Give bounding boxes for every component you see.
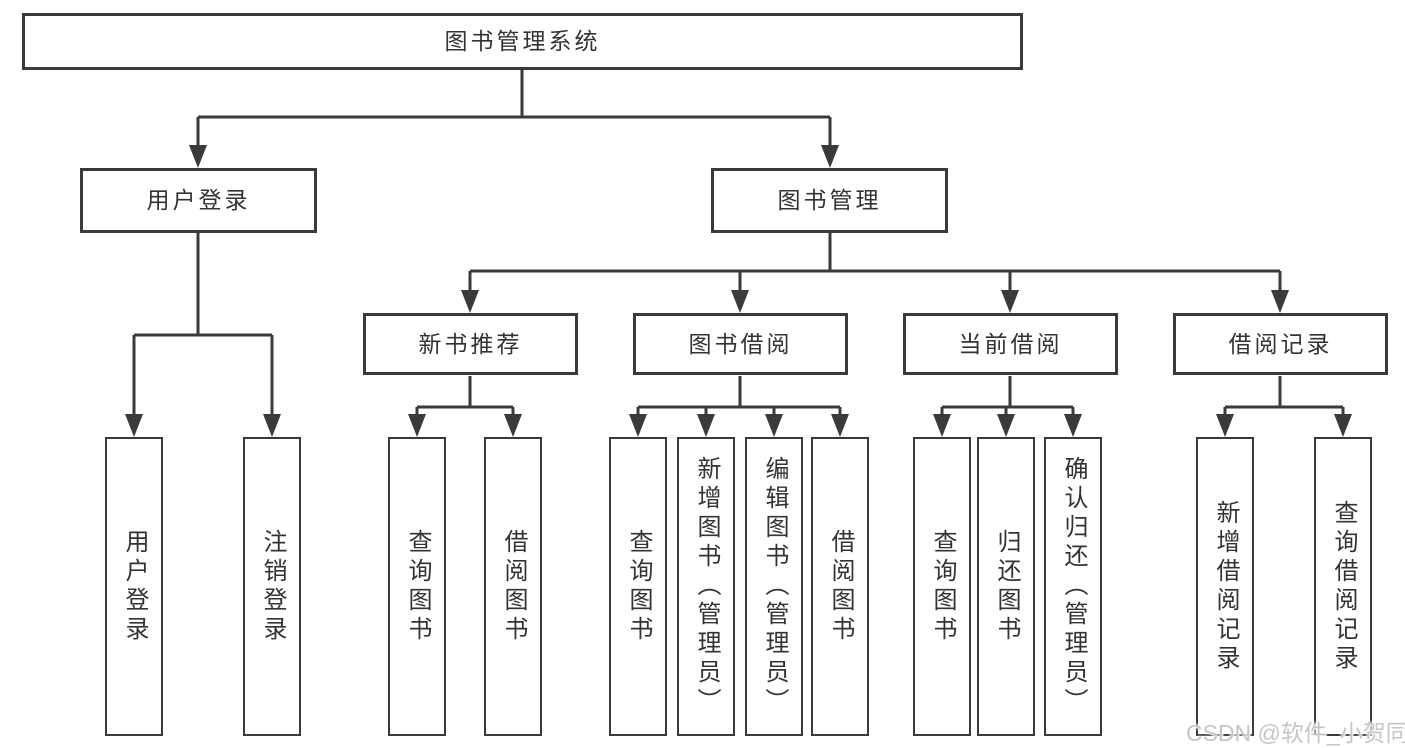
node-current-borrow-label: 当前借阅 <box>958 330 1063 357</box>
leaf-borrow-query-books-label: 查询图书 <box>625 528 652 645</box>
leaf-newbooks-query-books: 查询图书 <box>388 437 446 736</box>
leaf-edit-books-admin-label: 编辑图书（管理员） <box>761 456 788 717</box>
node-new-book-recommend: 新书推荐 <box>363 313 578 375</box>
leaf-borrow-books: 借阅图书 <box>811 437 869 736</box>
leaf-query-borrow-record: 查询借阅记录 <box>1314 437 1372 736</box>
leaf-logout-label: 注销登录 <box>259 528 286 645</box>
node-borrow-records-label: 借阅记录 <box>1228 330 1333 357</box>
connector-root-to-level2 <box>189 70 839 168</box>
leaf-user-login: 用户登录 <box>105 437 163 736</box>
leaf-confirm-return-admin: 确认归还（管理员） <box>1044 437 1102 736</box>
connector-current-borrow-to-leaves <box>933 376 1082 437</box>
connector-new-books-to-leaves <box>408 376 522 437</box>
csdn-watermark: CSDN @软件_小贺同学 <box>1186 720 1405 746</box>
leaf-add-borrow-record-label: 新增借阅记录 <box>1212 499 1239 674</box>
leaf-borrow-books-label: 借阅图书 <box>827 528 854 645</box>
node-book-borrow: 图书借阅 <box>633 313 848 375</box>
leaf-logout: 注销登录 <box>243 437 301 736</box>
node-root-label: 图书管理系统 <box>444 28 601 54</box>
connector-user-login-to-leaves <box>125 233 281 437</box>
leaf-add-books-admin-label: 新增图书（管理员） <box>693 456 720 717</box>
leaf-newbooks-borrow-books: 借阅图书 <box>484 437 542 736</box>
connector-borrow-records-to-leaves <box>1216 376 1352 437</box>
node-new-book-recommend-label: 新书推荐 <box>418 330 523 357</box>
node-book-borrow-label: 图书借阅 <box>688 330 793 357</box>
node-borrow-records: 借阅记录 <box>1173 313 1388 375</box>
leaf-newbooks-query-books-label: 查询图书 <box>404 528 431 645</box>
node-book-management-label: 图书管理 <box>777 187 882 213</box>
node-root: 图书管理系统 <box>22 13 1023 70</box>
connector-book-borrow-to-leaves <box>629 376 849 437</box>
leaf-borrow-query-books: 查询图书 <box>609 437 667 736</box>
connector-book-management-to-groups <box>461 233 1289 313</box>
leaf-query-borrow-record-label: 查询借阅记录 <box>1330 499 1357 674</box>
leaf-add-borrow-record: 新增借阅记录 <box>1196 437 1254 736</box>
leaf-return-books-label: 归还图书 <box>993 528 1020 645</box>
leaf-user-login-label: 用户登录 <box>121 528 148 645</box>
leaf-edit-books-admin: 编辑图书（管理员） <box>745 437 803 736</box>
node-user-login-label: 用户登录 <box>146 187 251 213</box>
leaf-current-query-books-label: 查询图书 <box>929 528 956 645</box>
node-user-login: 用户登录 <box>80 168 317 233</box>
leaf-confirm-return-admin-label: 确认归还（管理员） <box>1060 456 1087 717</box>
node-book-management: 图书管理 <box>711 168 948 233</box>
leaf-return-books: 归还图书 <box>977 437 1035 736</box>
node-current-borrow: 当前借阅 <box>903 313 1118 375</box>
leaf-add-books-admin: 新增图书（管理员） <box>677 437 735 736</box>
leaf-newbooks-borrow-books-label: 借阅图书 <box>500 528 527 645</box>
leaf-current-query-books: 查询图书 <box>913 437 971 736</box>
